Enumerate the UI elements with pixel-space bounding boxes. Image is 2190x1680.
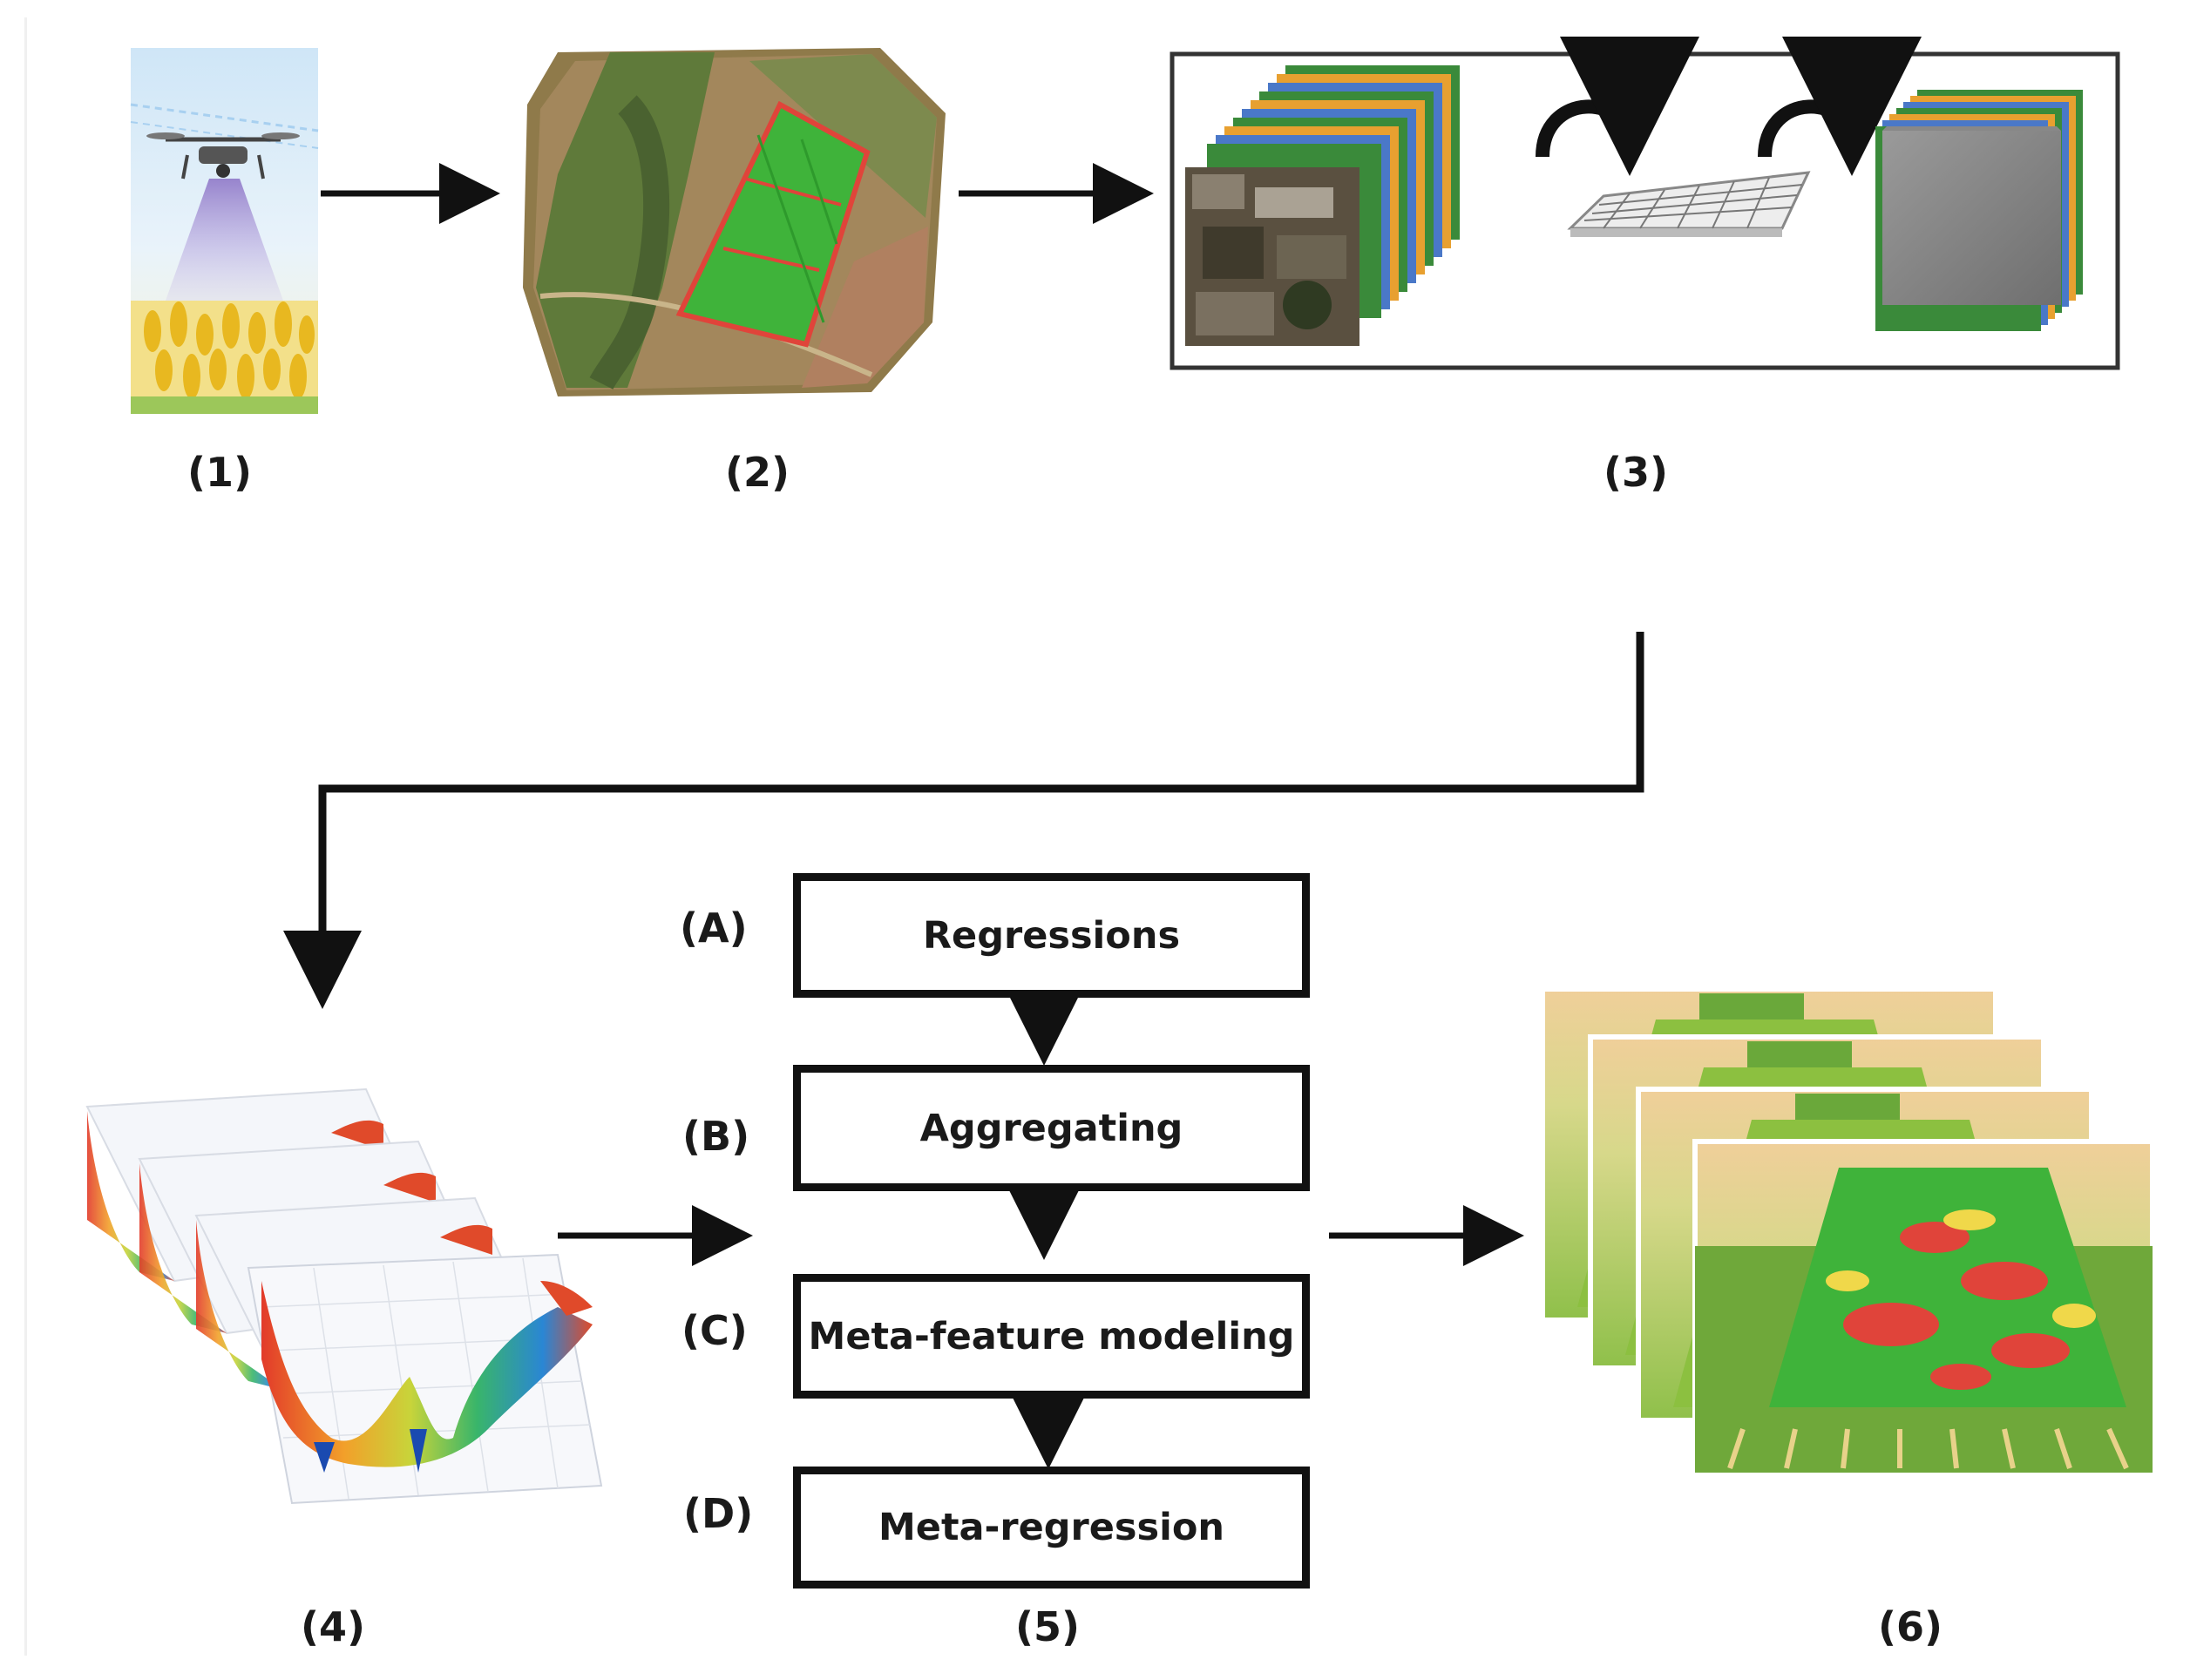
convolution-kernel-icon — [1567, 171, 1811, 237]
feature-cube-icon — [1875, 90, 2083, 331]
curved-arrow-2 — [1758, 36, 1922, 176]
meta-feature-modeling-label: Meta-feature modeling — [808, 1314, 1295, 1358]
step-label-2: (2) — [725, 449, 790, 496]
meta-feature-modeling-box: Meta-feature modeling — [793, 1274, 1310, 1399]
step-label-5: (5) — [1015, 1603, 1081, 1650]
yield-map-stack — [1540, 986, 2155, 1475]
step-label-4: (4) — [301, 1603, 366, 1650]
step-label-1: (1) — [187, 449, 253, 496]
connector-3-to-4 — [283, 632, 1644, 1009]
meta-regression-label: Meta-regression — [878, 1506, 1224, 1549]
meta-regression-box: Meta-regression — [793, 1467, 1310, 1589]
curved-arrow-1 — [1536, 36, 1699, 176]
hyperspectral-cube-icon — [1185, 65, 1460, 346]
orthomosaic-image — [523, 48, 946, 396]
step-label-6: (6) — [1878, 1603, 1943, 1650]
step-label-3: (3) — [1604, 449, 1669, 496]
pipeline-letter-d: (D) — [683, 1490, 754, 1537]
drone-icon — [130, 48, 319, 414]
pipeline-letter-a: (A) — [680, 904, 748, 952]
pipeline-letter-b: (B) — [682, 1113, 750, 1160]
pipeline-letter-c: (C) — [681, 1307, 748, 1354]
regressions-label: Regressions — [922, 913, 1181, 958]
aggregating-box: Aggregating — [793, 1065, 1310, 1191]
aggregating-label: Aggregating — [919, 1106, 1183, 1150]
regressions-box: Regressions — [793, 873, 1310, 998]
surface-plot-stack — [85, 1087, 603, 1505]
